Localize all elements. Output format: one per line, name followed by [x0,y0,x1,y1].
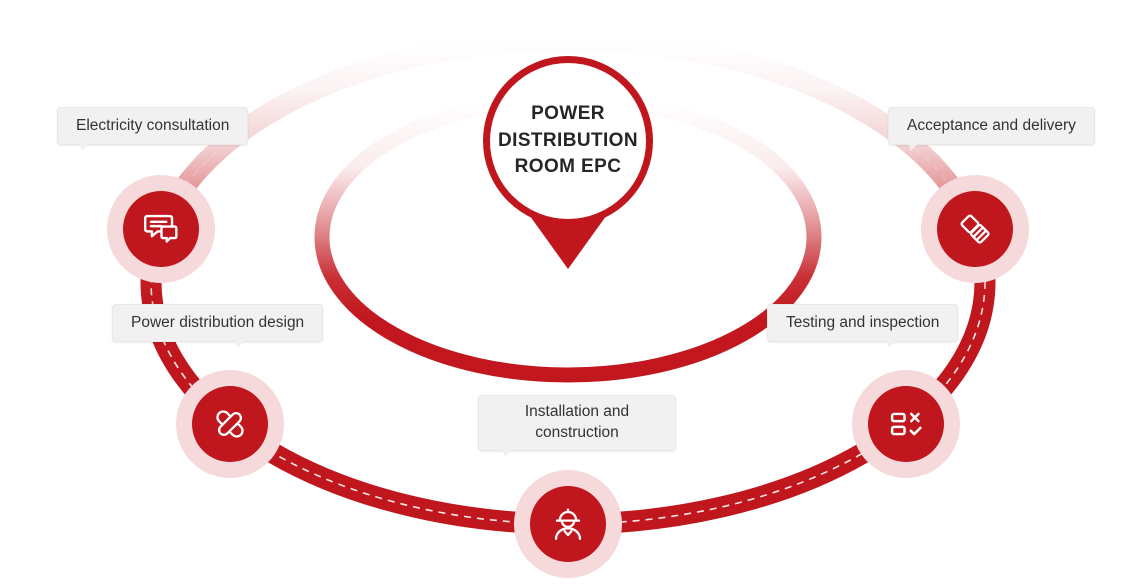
handover-icon [960,214,990,244]
pin-title-line: DISTRIBUTION [498,129,638,151]
pin-title-line: ROOM EPC [514,156,622,178]
label-installation-construction: Installation and construction [478,395,676,457]
node-acceptance-delivery [937,191,1013,267]
checklist-icon [890,412,922,436]
worker-icon [554,508,582,541]
label-text: Acceptance and delivery [907,117,1076,134]
label-acceptance-delivery: Acceptance and delivery [888,107,1095,151]
label-electricity-consultation: Electricity consultation [57,107,249,151]
label-text: Testing and inspection [786,314,940,331]
node-installation-construction [530,486,606,562]
label-text: Electricity consultation [76,117,230,134]
label-power-distribution-design: Power distribution design [112,304,324,348]
center-pin-title: POWER DISTRIBUTION ROOM EPC [483,56,653,226]
node-electricity-consultation [123,191,199,267]
node-power-distribution-design [192,386,268,462]
design-tools-icon [216,410,244,438]
label-text: Power distribution design [131,314,305,331]
chat-icon [143,214,178,243]
label-text: Installation and construction [524,403,630,441]
node-testing-inspection [868,386,944,462]
pin-title-line: POWER [531,103,605,125]
label-testing-inspection: Testing and inspection [767,304,959,348]
